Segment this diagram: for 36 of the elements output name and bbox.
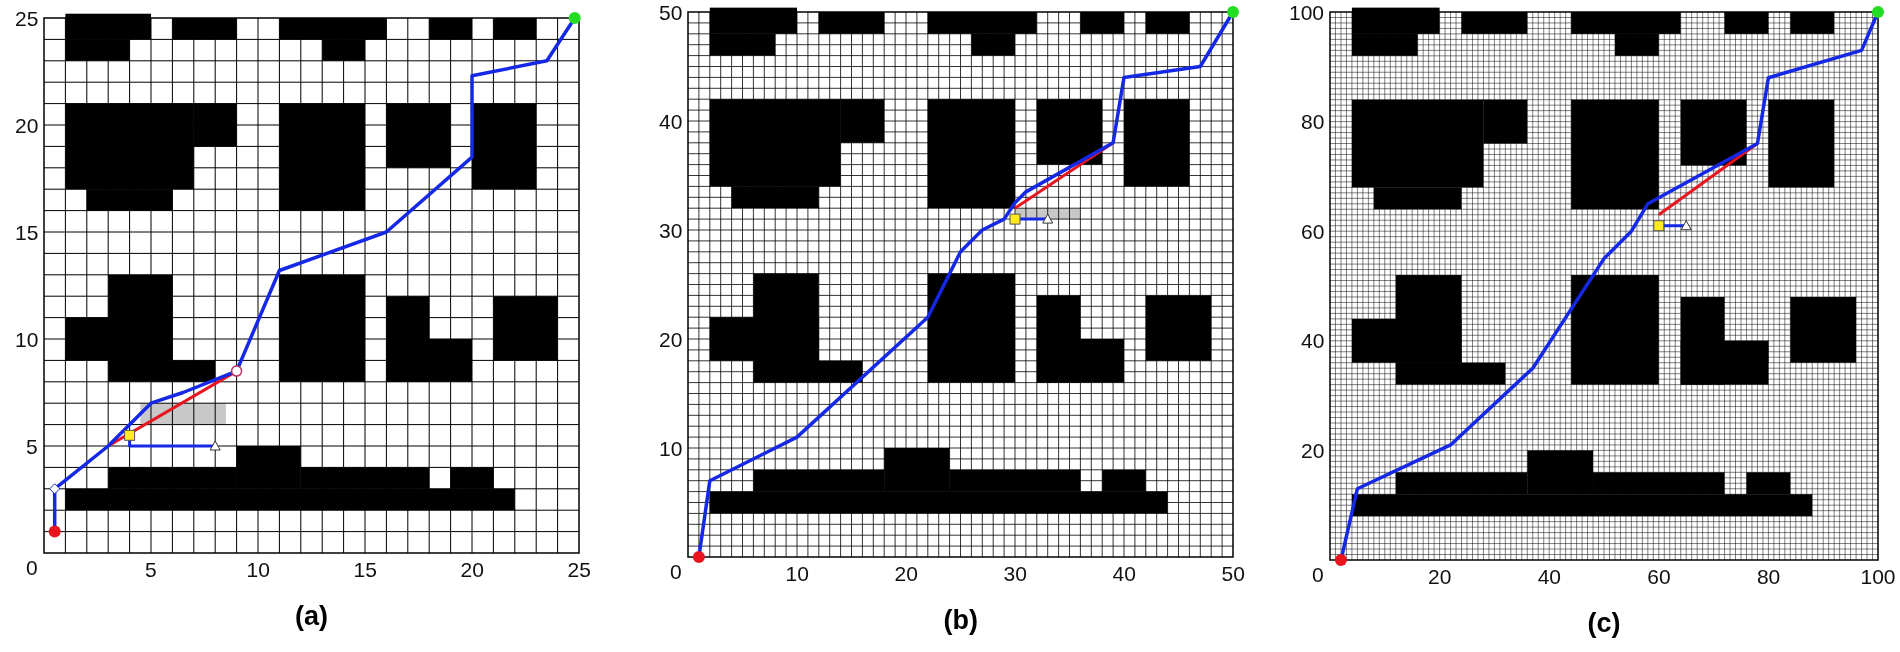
tick-label: 20 [15, 114, 39, 136]
tick-label: 10 [246, 559, 270, 580]
tick-label: 10 [785, 563, 809, 584]
panel-label: (b) [943, 607, 978, 634]
tick-label: 100 [1860, 566, 1896, 587]
tick-label: 30 [659, 219, 683, 241]
tick-label: 5 [26, 435, 38, 457]
panel-label: (a) [295, 603, 328, 630]
tick-label: 20 [894, 563, 918, 584]
tick-label: 50 [1221, 563, 1245, 584]
tick-label: 5 [145, 559, 157, 580]
tick-label: 25 [567, 559, 591, 580]
tick-label: 100 [1289, 1, 1325, 23]
tick-label: 0 [1312, 564, 1324, 585]
tick-label: 20 [659, 328, 683, 350]
tick-label: 20 [460, 559, 484, 580]
tick-label: 30 [1003, 563, 1027, 584]
tick-label: 15 [15, 221, 39, 243]
tick-label: 40 [1112, 563, 1136, 584]
tick-label: 50 [659, 1, 683, 23]
tick-label: 20 [1428, 566, 1452, 587]
tick-label: 25 [15, 7, 39, 29]
panel-label: (c) [1587, 610, 1621, 637]
tick-label: 40 [1537, 566, 1562, 587]
tick-label: 60 [1647, 566, 1671, 587]
tick-label: 40 [1301, 330, 1325, 352]
tick-label: 0 [26, 557, 38, 578]
tick-label: 10 [15, 328, 39, 350]
tick-label: 80 [1756, 566, 1781, 587]
tick-label: 15 [353, 559, 377, 580]
tick-label: 10 [659, 437, 683, 459]
tick-label: 20 [1301, 439, 1325, 461]
tick-label: 60 [1301, 220, 1325, 242]
tick-label: 80 [1301, 111, 1325, 133]
tick-label: 0 [670, 561, 682, 582]
tick-label: 40 [659, 110, 683, 132]
